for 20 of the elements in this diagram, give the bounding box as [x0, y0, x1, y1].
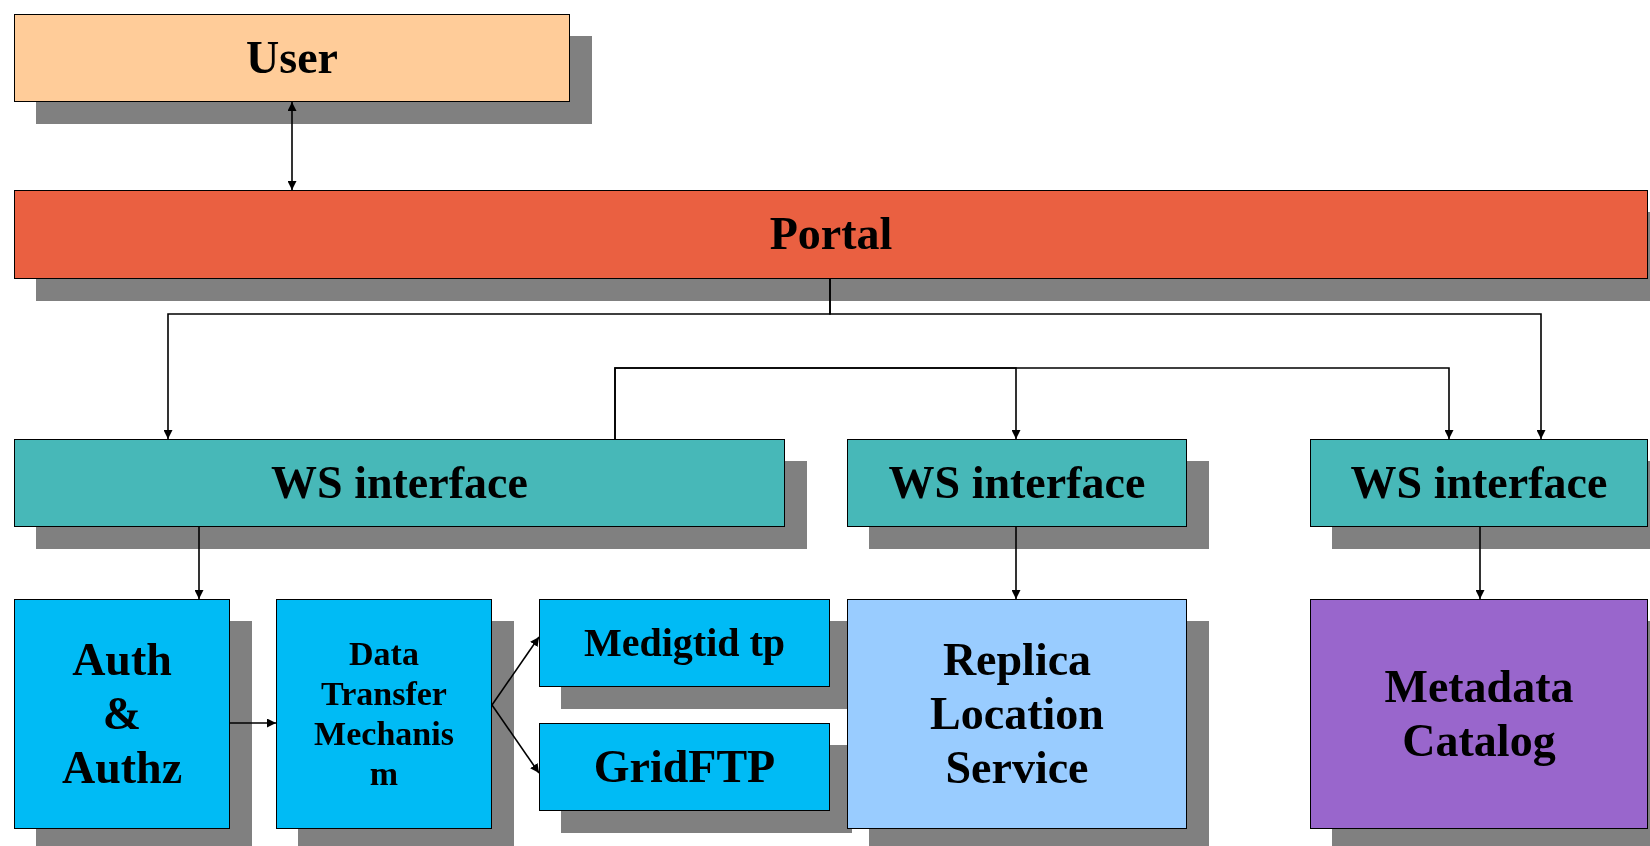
node-label: Data Transfer Mechanis m: [314, 633, 454, 795]
arrow: [491, 636, 540, 706]
node-label: WS interface: [271, 455, 528, 510]
arrow: [287, 101, 297, 191]
node-label: Portal: [769, 207, 893, 262]
arrow: [1475, 526, 1485, 600]
node-label: Replica Location Service: [930, 632, 1104, 796]
arrow: [829, 278, 1546, 440]
arrow: [614, 367, 1454, 440]
arrow: [491, 704, 540, 774]
node-label: WS interface: [888, 455, 1146, 510]
node-label: Auth & Authz: [61, 632, 183, 796]
node-label: WS interface: [1350, 455, 1608, 510]
node-label: GridFTP: [593, 739, 776, 794]
node-label: Metadata Catalog: [1384, 659, 1574, 768]
node-label: Medigtid tp: [583, 619, 786, 667]
node-label: User: [246, 30, 338, 85]
arrow: [1011, 526, 1021, 600]
arrow: [194, 526, 204, 600]
arrow: [229, 718, 277, 728]
